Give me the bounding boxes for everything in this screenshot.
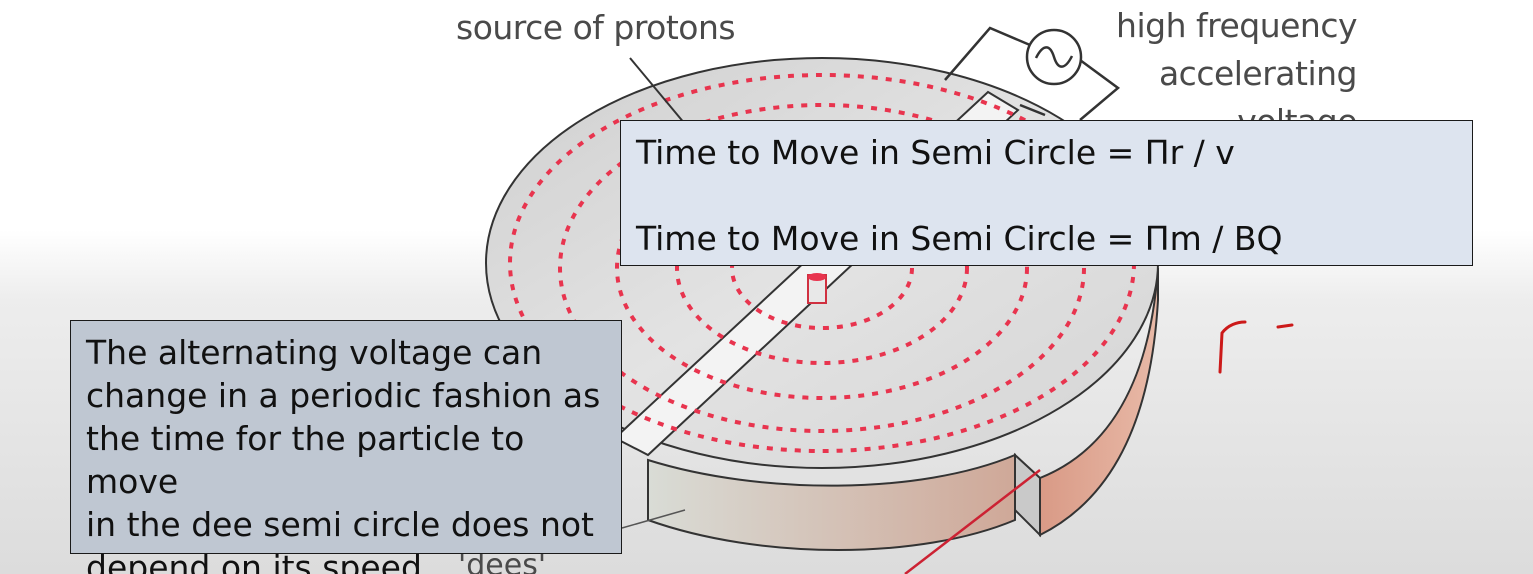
- proton-source: [807, 273, 827, 304]
- left-dee-side: [647, 453, 1016, 551]
- source-leader: [629, 57, 691, 131]
- formula-line-2: Time to Move in Semi Circle = Πm / BQ: [636, 219, 1283, 258]
- formula-spacer: [636, 174, 1472, 217]
- note-line-3: the time for the particle to move: [86, 419, 525, 501]
- formula-line-1: Time to Move in Semi Circle = Πr / v: [636, 133, 1235, 172]
- right-dee-side: [1039, 267, 1159, 537]
- hf-line-2: accelerating: [1158, 54, 1358, 93]
- note-line-2: change in a periodic fashion as: [86, 376, 601, 415]
- exit-beam: [904, 469, 1041, 574]
- note-line-1: The alternating voltage can: [86, 333, 543, 372]
- handwritten-annotation: [1218, 320, 1294, 374]
- source-of-protons-label: source of protons: [456, 8, 736, 47]
- hf-line-1: high frequency: [1116, 6, 1357, 45]
- dees-leader: [621, 509, 686, 529]
- dee-gap-notch: [1014, 452, 1041, 538]
- explanation-box: The alternating voltage can change in a …: [70, 320, 622, 574]
- note-line-5: depend on its speed.: [86, 548, 433, 574]
- formula-box: Time to Move in Semi Circle = Πr / v Tim…: [620, 120, 1473, 266]
- voltage-wires: [944, 26, 1121, 121]
- note-line-4: in the dee semi circle does not: [86, 505, 594, 544]
- ac-source-icon: [1025, 28, 1083, 86]
